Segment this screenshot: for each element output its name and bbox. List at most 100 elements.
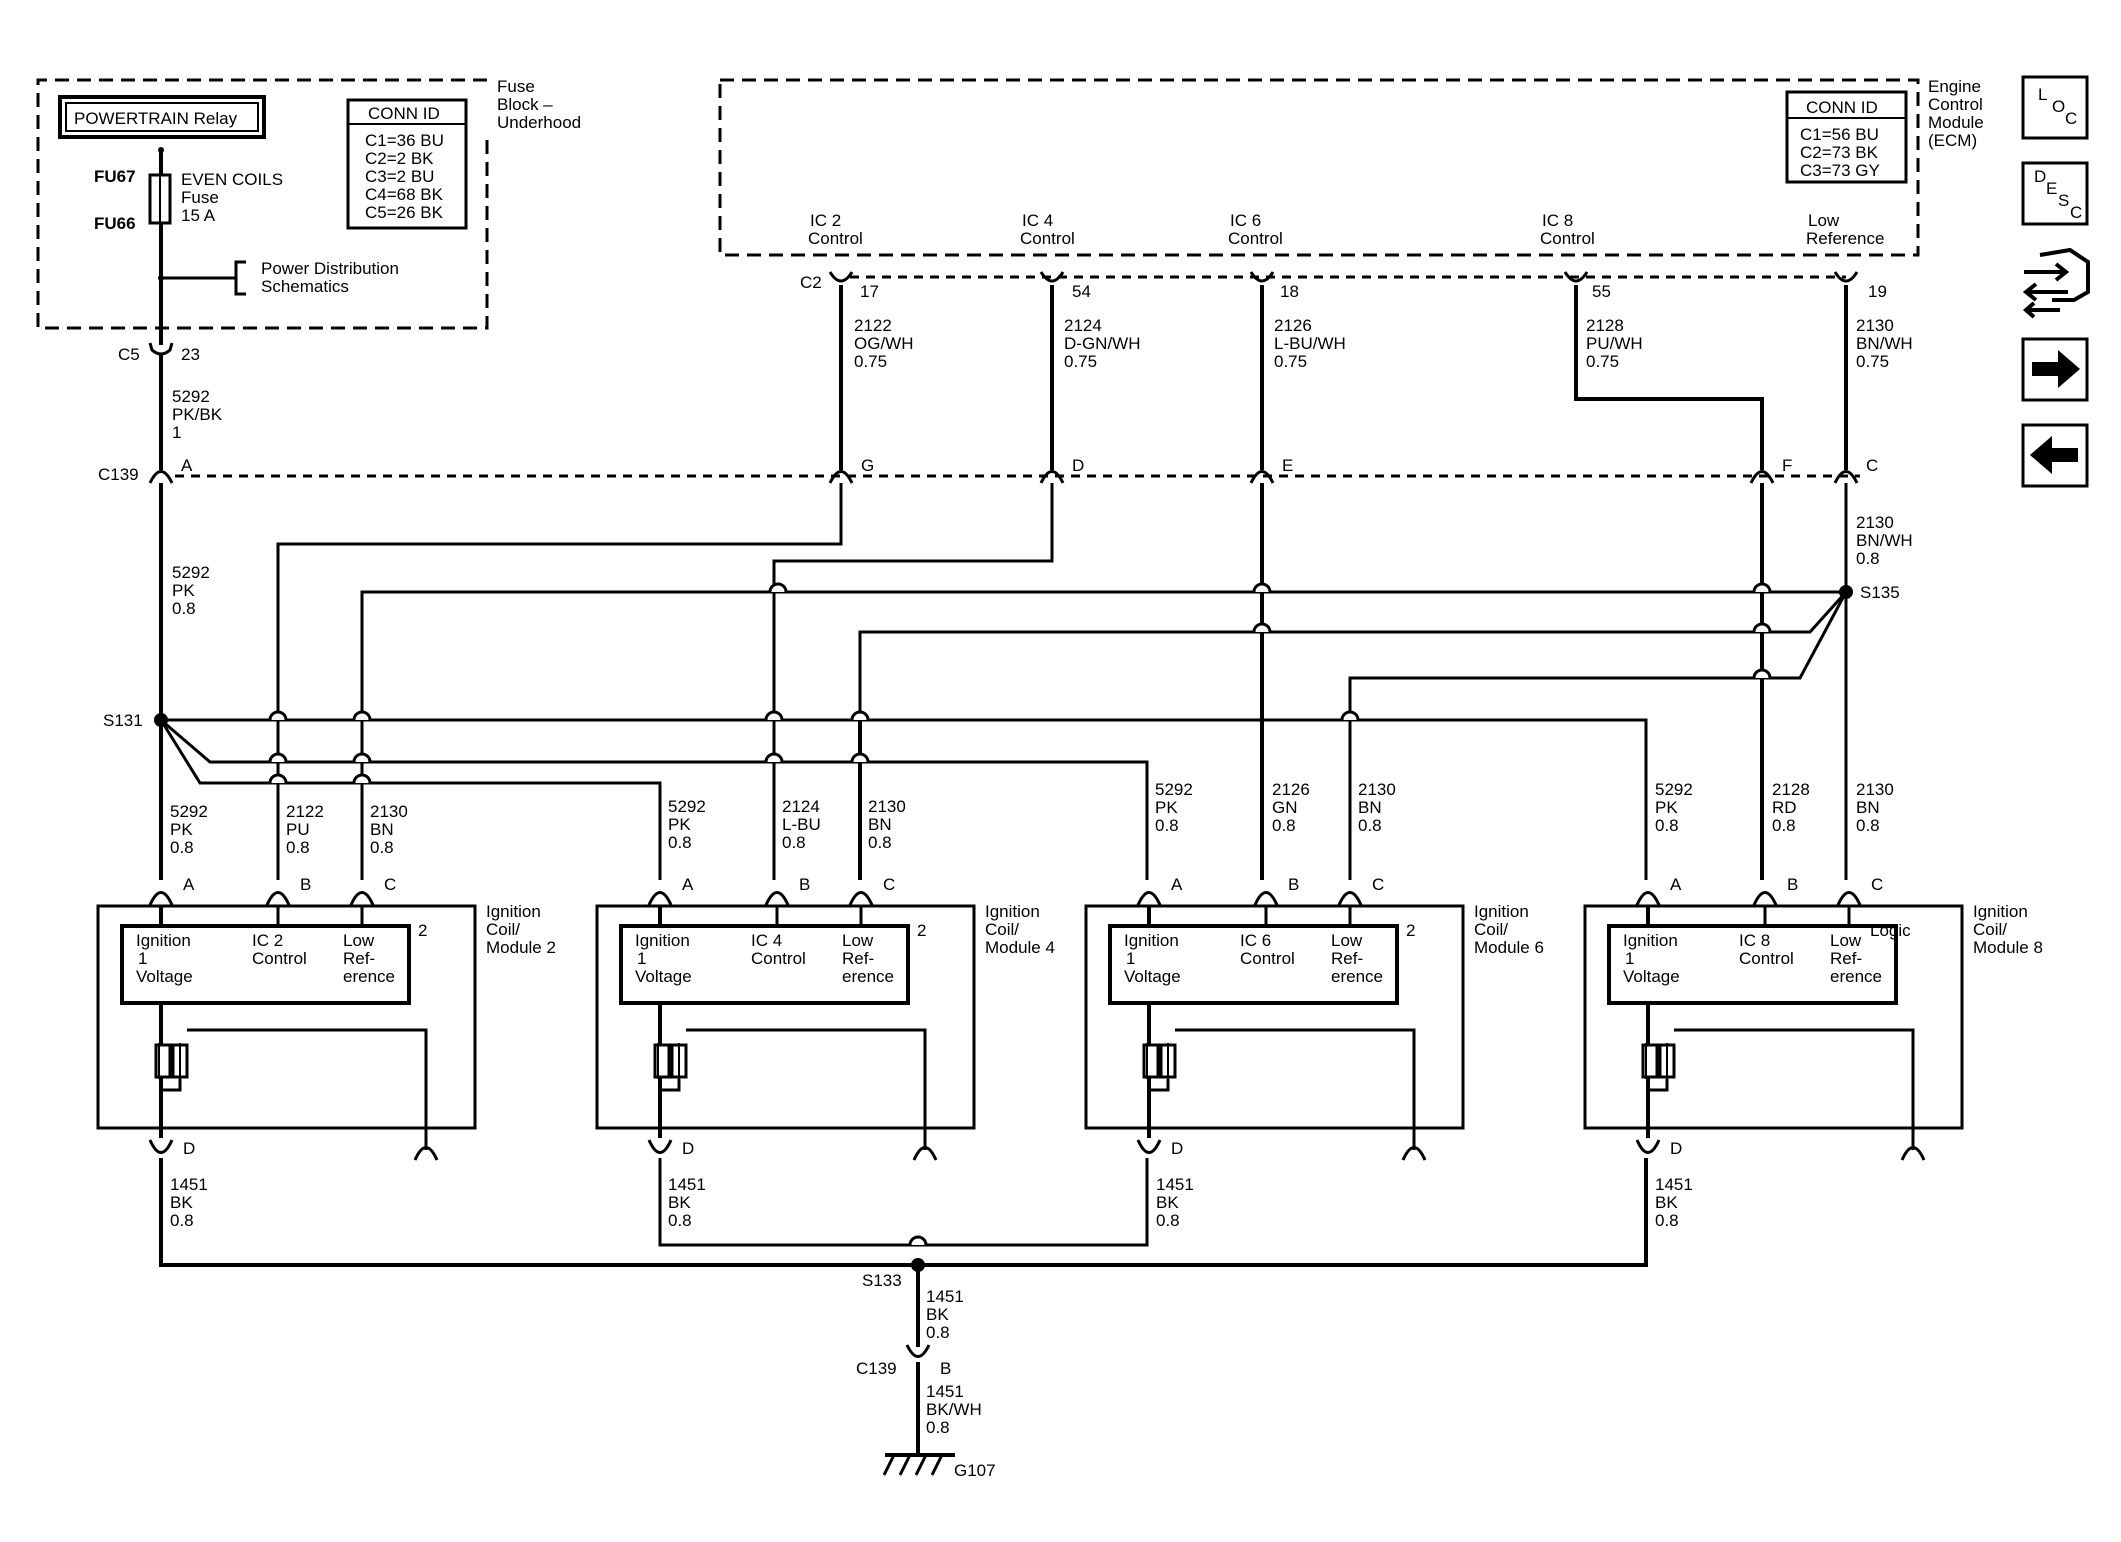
connector-view-button[interactable] [2022, 247, 2090, 319]
coil-8-terminal-label: Voltage [1623, 967, 1680, 986]
loc-button-o: O [2052, 97, 2065, 116]
ecm-connector-c2: C2 [800, 273, 822, 292]
coil-8-title: Ignition [1973, 902, 2028, 921]
crossover [268, 773, 288, 784]
ecm-pin-18-icon [1249, 271, 1275, 283]
ecm-pin-ic4-label-1: IC 4 [1022, 211, 1053, 230]
coil-4-terminal-label: IC 4 [751, 931, 782, 950]
wire-label-c6-c-1: 2130 [1358, 780, 1396, 799]
wire-5292-coil8 [161, 718, 1648, 880]
wire-label-c8-b-3: 0.8 [1772, 816, 1796, 835]
ecm-pin-ic2-label-1: IC 2 [810, 211, 841, 230]
wire-label-c2-b-2: PU [286, 820, 310, 839]
coil-8-terminal-label: Ignition [1623, 931, 1678, 950]
ecm-title-2: Control [1928, 95, 1983, 114]
coil-8-spark-plug-terminal-icon [1900, 1146, 1926, 1161]
c139-ground-pin: B [940, 1359, 951, 1378]
ecm-pin-54-icon [1039, 271, 1065, 283]
coil-2-pin-label: B [300, 875, 311, 894]
crossover [1752, 668, 1772, 679]
connector-swap-icon[interactable] [2022, 247, 2090, 319]
coil-8-terminal-label: 1 [1625, 949, 1634, 968]
wire-2122-route [276, 483, 843, 720]
coil-4-terminal-label: Voltage [635, 967, 692, 986]
fuse-block-title-2: Block – [497, 95, 553, 114]
coil-4-pin-label: A [682, 875, 694, 894]
coil-4-title: Module 4 [985, 938, 1055, 957]
coil-6-spark-plug-terminal-icon [1401, 1146, 1427, 1161]
wires [159, 285, 1848, 1455]
wire-label-c4-c-2: BN [868, 815, 892, 834]
c139-ground-label: C139 [856, 1359, 897, 1378]
coil-2-coil-lead [161, 1079, 182, 1092]
coil-4-title: Ignition [985, 902, 1040, 921]
wire-label-2126-upper-1: 2126 [1274, 316, 1312, 335]
wire-label-gnd-c2-1: 1451 [170, 1175, 208, 1194]
wire-label-s135-2: BN/WH [1856, 531, 1913, 550]
crossover [1252, 582, 1272, 593]
wire-label-gnd-c6-2: BK [1156, 1193, 1179, 1212]
coil-4-outline [595, 904, 976, 1130]
g107-ground-icon [882, 1453, 955, 1476]
coil-4-spark-plug-terminal-icon [912, 1146, 938, 1161]
s135-label: S135 [1860, 583, 1900, 602]
ecm-pin-ic4-label-2: Control [1020, 229, 1075, 248]
c139-pin-g: G [861, 456, 874, 475]
forward-button[interactable] [2021, 337, 2089, 402]
coil-6-terminal-label: Ref- [1331, 949, 1363, 968]
coil-6-title: Ignition [1474, 902, 1529, 921]
ecm-pin-55: 55 [1592, 282, 1611, 301]
ecm-conn-id-c2: C2=73 BK [1800, 143, 1879, 162]
s135-splice [1839, 585, 1853, 599]
coil-2-outline [96, 904, 477, 1130]
desc-button[interactable]: D E S C [2021, 161, 2089, 226]
coil-6-terminal-label: 1 [1126, 949, 1135, 968]
loc-button-frame[interactable] [2021, 75, 2089, 140]
c139-label: C139 [98, 465, 139, 484]
coil-2-pin-icon [148, 891, 174, 906]
c139-pin-f-icon [1749, 470, 1775, 484]
coil-2-pin-icon [349, 891, 375, 906]
coil-4-pin-icon [764, 891, 790, 906]
wire-label-c2-b-1: 2122 [286, 802, 324, 821]
loc-button[interactable]: L O C [2021, 75, 2089, 140]
c139-pin-e: E [1282, 456, 1293, 475]
desc-button-c: C [2070, 203, 2082, 222]
coil-6-pin-label: A [1171, 875, 1183, 894]
wire-label-c2-c-2: BN [370, 820, 394, 839]
coil-2-secondary-lead [187, 1028, 428, 1150]
fuse-conn-id-c1: C1=36 BU [365, 131, 444, 150]
wire-label-gnd-c6-3: 0.8 [1156, 1211, 1180, 1230]
ecm-conn-id-box [1785, 90, 1908, 184]
coil-2-id: 2 [418, 921, 427, 940]
wire-label-2128-upper-3: 0.75 [1586, 352, 1619, 371]
loc-button-c: C [2065, 109, 2077, 128]
wire-5292-coil6 [160, 718, 1149, 880]
crossover [352, 710, 372, 721]
coil-4-terminal-label: Control [751, 949, 806, 968]
desc-button-s: S [2058, 191, 2069, 210]
fuse-block-title-3: Underhood [497, 113, 581, 132]
coil-6-pin-label: B [1288, 875, 1299, 894]
ecm-pin-17: 17 [860, 282, 879, 301]
coil-4-terminal-label: Ignition [635, 931, 690, 950]
ecm-conn-id-title: CONN ID [1806, 98, 1878, 117]
connector-swap-icon-arrow-left-2 [2022, 301, 2060, 319]
wire-label-gnd-c2-2: BK [170, 1193, 193, 1212]
wire-label-c8-a-3: 0.8 [1655, 816, 1679, 835]
coil-8-pin-d-label: D [1670, 1139, 1682, 1158]
c139-pin-a-icon [148, 470, 174, 484]
powertrain-relay-box-outer [58, 95, 266, 139]
wire-label-c4-a-1: 5292 [668, 797, 706, 816]
wire-label-gnd-c8-3: 0.8 [1655, 1211, 1679, 1230]
wire-label-c4-b-1: 2124 [782, 797, 820, 816]
back-button[interactable] [2021, 423, 2089, 488]
c139-pin-b-icon [905, 1344, 931, 1358]
wire-label-c8-a-2: PK [1655, 798, 1678, 817]
desc-button-frame[interactable] [2021, 161, 2089, 226]
ecm-title-1: Engine [1928, 77, 1981, 96]
coil-6-coil-lead [1149, 1079, 1170, 1092]
connector-swap-icon-body [2039, 247, 2090, 302]
wire-label-feed-mid-3: 0.8 [172, 599, 196, 618]
coil-6-terminal-label: Control [1240, 949, 1295, 968]
